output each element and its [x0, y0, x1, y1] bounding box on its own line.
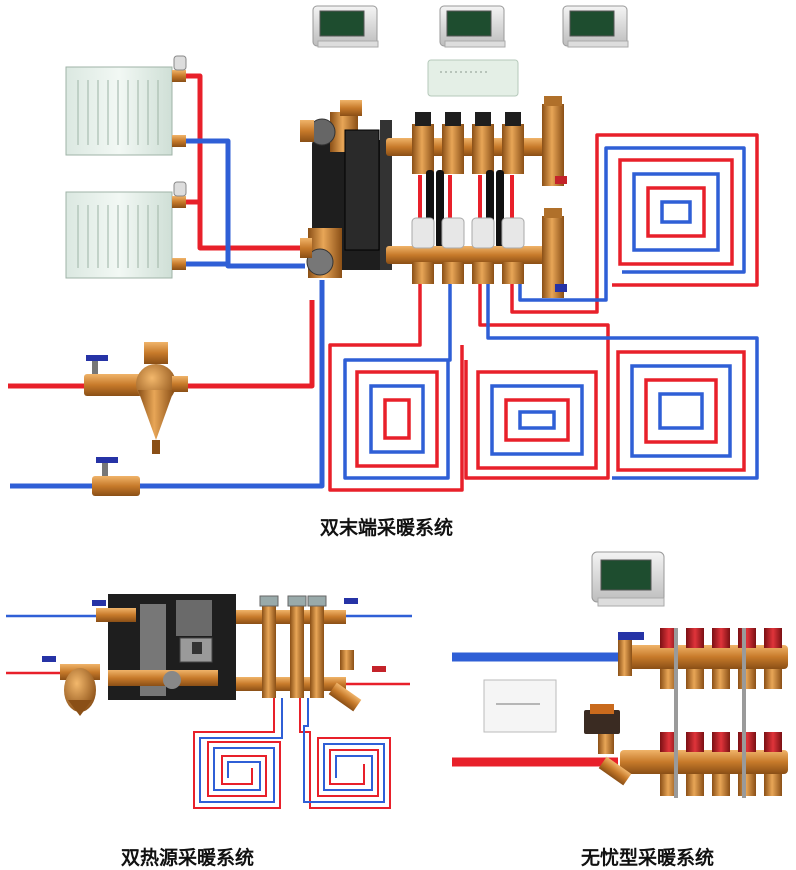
- dual-source-system: [6, 594, 412, 809]
- manifold-icon: [620, 732, 788, 796]
- dual-terminal-caption: 双末端采暖系统: [320, 517, 454, 539]
- floor-heating-loop-icon: [476, 370, 598, 470]
- dual-source-caption: 双热源采暖系统: [121, 847, 255, 869]
- dirt-separator-icon: [42, 656, 100, 716]
- circulation-pump-icon: [92, 594, 236, 700]
- thermostat-icon: [591, 551, 665, 607]
- thermostat-icon: [562, 5, 629, 48]
- radiator-icon: [65, 55, 187, 156]
- floor-heating-loop-icon: [616, 350, 746, 472]
- room-controller-icon: [483, 679, 557, 733]
- manifold-icon: [386, 96, 567, 250]
- motorized-valve-icon: [584, 704, 632, 786]
- dirt-separator-icon: [84, 342, 188, 454]
- manifold-icon: [236, 595, 386, 712]
- ball-valve-icon: [92, 457, 140, 496]
- circulation-pump-icon: [300, 100, 392, 278]
- worry-free-system: [452, 551, 788, 798]
- dual-terminal-system: [8, 5, 759, 496]
- worry-free-caption: 无忧型采暖系统: [581, 847, 715, 869]
- manifold-icon: [618, 628, 788, 689]
- radiator-icon: [65, 181, 187, 279]
- thermostat-icon: [312, 5, 379, 48]
- room-controller-icon: [427, 59, 519, 97]
- floor-heating-loop-icon: [618, 158, 734, 266]
- manifold-icon: [386, 208, 567, 298]
- floor-heating-loop-icon: [355, 370, 439, 468]
- thermostat-icon: [439, 5, 506, 48]
